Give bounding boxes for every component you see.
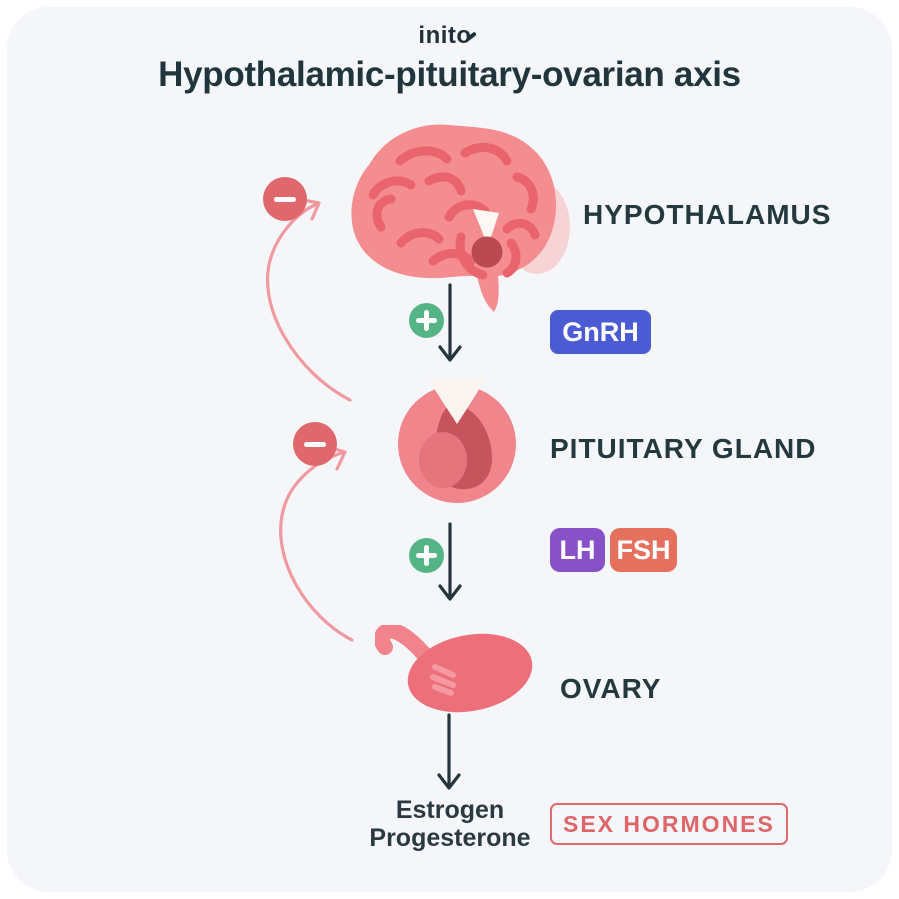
- pituitary-stalk-shape: [473, 209, 499, 246]
- brain-outline: [351, 124, 557, 312]
- minus-bar: [304, 441, 326, 447]
- hypothalamus-brain-illustration: [351, 124, 570, 312]
- plus-stimulation-icon-lower: [409, 538, 444, 573]
- progesterone-text: Progesterone: [369, 824, 531, 852]
- inito-logo-text: inito: [418, 22, 472, 49]
- estrogen-text: Estrogen: [395, 796, 505, 824]
- plus-bar: [416, 318, 437, 323]
- page-title: Hypothalamic-pituitary-ovarian axis: [158, 55, 741, 94]
- pituitary-gland-illustration: [398, 380, 516, 503]
- minus-bar: [274, 196, 296, 202]
- curved-feedback-arrow-to-pituitary: [279, 445, 354, 642]
- fimbriae: [430, 664, 456, 696]
- pituitary-gland-label: PITUITARY GLAND: [550, 433, 817, 464]
- down-arrow-icon-ovary-to-hormones: [437, 713, 461, 790]
- plus-bar: [416, 553, 437, 558]
- minus-negative-feedback-icon-lower: [293, 422, 337, 466]
- down-arrow-icon-pituitary-to-ovary: [438, 522, 462, 601]
- brain-folds: [368, 142, 540, 280]
- ovary-body: [407, 633, 533, 713]
- pituitary-anterior-lobe: [419, 432, 467, 488]
- ovary-illustration: [375, 625, 533, 713]
- inito-logo: inito: [7, 22, 892, 50]
- lh-badge: LH: [550, 528, 605, 572]
- fsh-badge: FSH: [610, 528, 677, 572]
- output-hormones-text: Estrogen Progesterone: [345, 796, 555, 852]
- pituitary-stalk: [429, 380, 485, 424]
- minus-negative-feedback-icon-upper: [263, 177, 307, 221]
- gnrh-badge: GnRH: [550, 310, 651, 354]
- hypothalamus-label: HYPOTHALAMUS: [583, 199, 832, 230]
- diagram-card: inito Hypothalamic-pituitary-ovarian axi…: [7, 7, 892, 892]
- plus-stimulation-icon-upper: [409, 303, 444, 338]
- sex-hormones-badge: SEX HORMONES: [550, 803, 788, 845]
- down-arrow-icon-hypothalamus-to-pituitary: [438, 283, 462, 362]
- hypothalamus-gland-dot: [471, 236, 503, 268]
- curved-feedback-arrow-to-hypothalamus: [265, 198, 352, 402]
- ovary-label: OVARY: [560, 673, 662, 704]
